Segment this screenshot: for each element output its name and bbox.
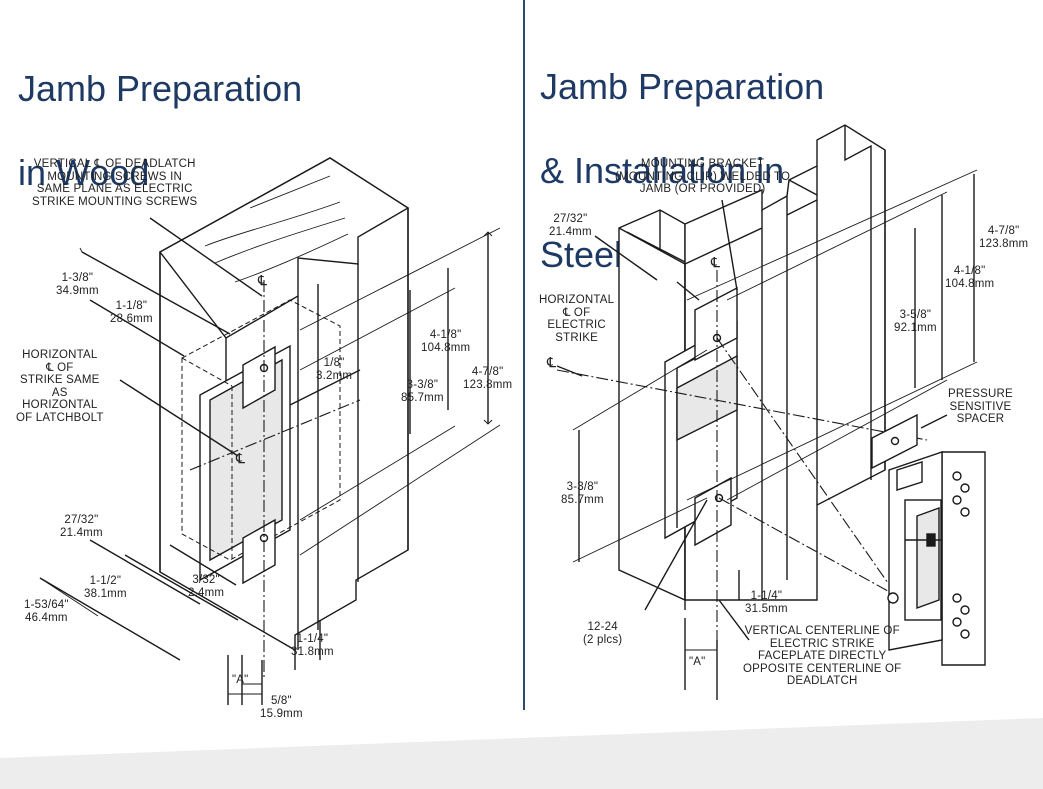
steel-panel-title: Jamb Preparation & Installation in Steel xyxy=(540,66,825,275)
label-dim-a: "A" xyxy=(232,674,249,686)
label-dim-3-3-8: 3-3/8"85.7mm xyxy=(561,481,604,506)
label-dim-3-32: 3/32"2.4mm xyxy=(188,574,225,599)
label-dim-1-53-64: 1-53/64"46.4mm xyxy=(24,599,69,624)
cl-symbol-center: ℄ xyxy=(236,450,246,466)
label-dim-1-1-8: 1-1/8"28.6mm xyxy=(110,300,153,325)
label-dim-1-3-8: 1-3/8"34.9mm xyxy=(56,272,99,297)
label-dim-1-8: 1/8"3.2mm xyxy=(316,357,353,382)
label-dim-1-1-2: 1-1/2"38.1mm xyxy=(84,575,127,600)
steel-jamb-panel: Jamb Preparation & Installation in Steel xyxy=(527,0,1043,789)
label-dim-1-1-4: 1-1/4"31.8mm xyxy=(291,633,334,658)
cl-symbol-top: ℄ xyxy=(258,272,268,288)
steel-jamb-drawing xyxy=(556,124,986,700)
wood-jamb-panel: Jamb Preparation in Wood xyxy=(16,68,513,720)
wood-panel-title: Jamb Preparation in Wood xyxy=(18,68,303,193)
label-screw-12-24: 12-24(2 plcs) xyxy=(583,621,623,646)
label-dim-3-3-8: 3-3/8"85.7mm xyxy=(401,379,444,404)
label-dim-5-8: 5/8"15.9mm xyxy=(260,695,303,720)
label-dim-27-32: 27/32"21.4mm xyxy=(60,514,103,539)
label-dim-1-1-4: 1-1/4"31.5mm xyxy=(745,590,788,615)
bottom-band-shape xyxy=(0,718,1043,789)
cl-symbol-top: ℄ xyxy=(711,254,721,270)
label-dim-27-32: 27/32"21.4mm xyxy=(549,213,592,238)
label-dim-4-1-8: 4-1/8"104.8mm xyxy=(945,265,995,290)
label-dim-4-1-8: 4-1/8"104.8mm xyxy=(421,329,471,354)
label-dim-3-5-8: 3-5/8"92.1mm xyxy=(894,309,937,334)
label-mounting-bracket: MOUNTING BRACKET(MOUNTING CLIP) WELDED T… xyxy=(615,158,791,195)
label-dim-a: "A" xyxy=(689,656,706,668)
label-dim-4-7-8: 4-7/8"123.8mm xyxy=(979,225,1029,250)
wood-jamb-drawing xyxy=(39,157,501,705)
label-dim-4-7-8: 4-7/8"123.8mm xyxy=(463,366,513,391)
bottom-gray-band xyxy=(0,708,1043,789)
cl-symbol-left: ℄ xyxy=(547,354,557,370)
panel-divider xyxy=(523,0,525,710)
